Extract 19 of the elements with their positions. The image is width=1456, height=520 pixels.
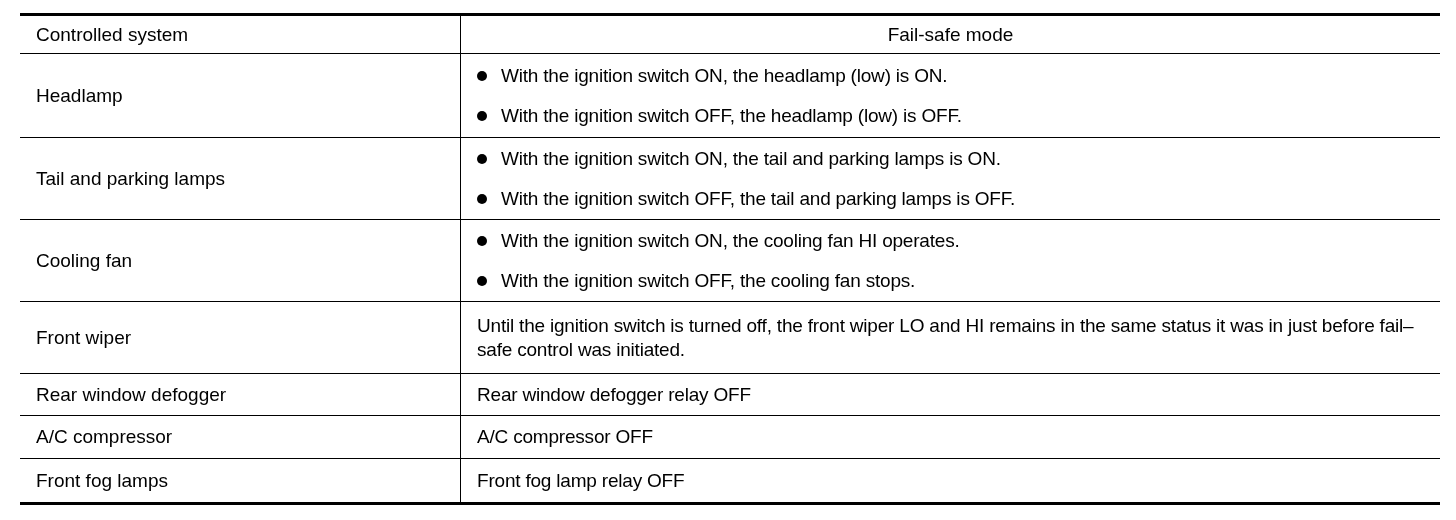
table-cell-text: Rear window defogger <box>36 382 227 407</box>
table-cell-text: With the ignition switch ON, the cooling fan HI operates. <box>501 228 960 253</box>
table-cell-text: With the ignition switch OFF, the cooling fan stops. <box>501 268 916 293</box>
table-cell-text: Controlled system <box>36 22 189 47</box>
table-cell-text: Cooling fan <box>36 248 133 273</box>
table-cell-text: Headlamp <box>36 83 123 108</box>
table-cell-text: Front wiper <box>36 325 132 350</box>
table-cell-text: Fail-safe mode <box>887 22 1014 47</box>
table-cell-text: With the ignition switch OFF, the headlamp (low) is OFF. <box>501 103 962 128</box>
table-cell-text: Rear window defogger relay OFF <box>477 382 751 407</box>
table-cell-text: Front fog lamp relay OFF <box>477 468 685 493</box>
table-cell-text: A/C compressor OFF <box>477 425 653 449</box>
table-cell-text: Until the ignition switch is turned off, the front wiper LO and HI remains in the same status it was in just before fail–safe control was initiated. <box>477 313 1415 362</box>
table-cell-text: With the ignition switch ON, the tail and parking lamps is ON. <box>501 146 1001 171</box>
table-cell-text: With the ignition switch OFF, the tail and parking lamps is OFF. <box>501 186 1016 211</box>
table-cell-text: Tail and parking lamps <box>36 166 226 191</box>
table-cell-text: With the ignition switch ON, the headlamp (low) is ON. <box>501 63 948 88</box>
table-cell-text: Front fog lamps <box>36 468 168 493</box>
table-cell-text: A/C compressor <box>36 425 173 449</box>
